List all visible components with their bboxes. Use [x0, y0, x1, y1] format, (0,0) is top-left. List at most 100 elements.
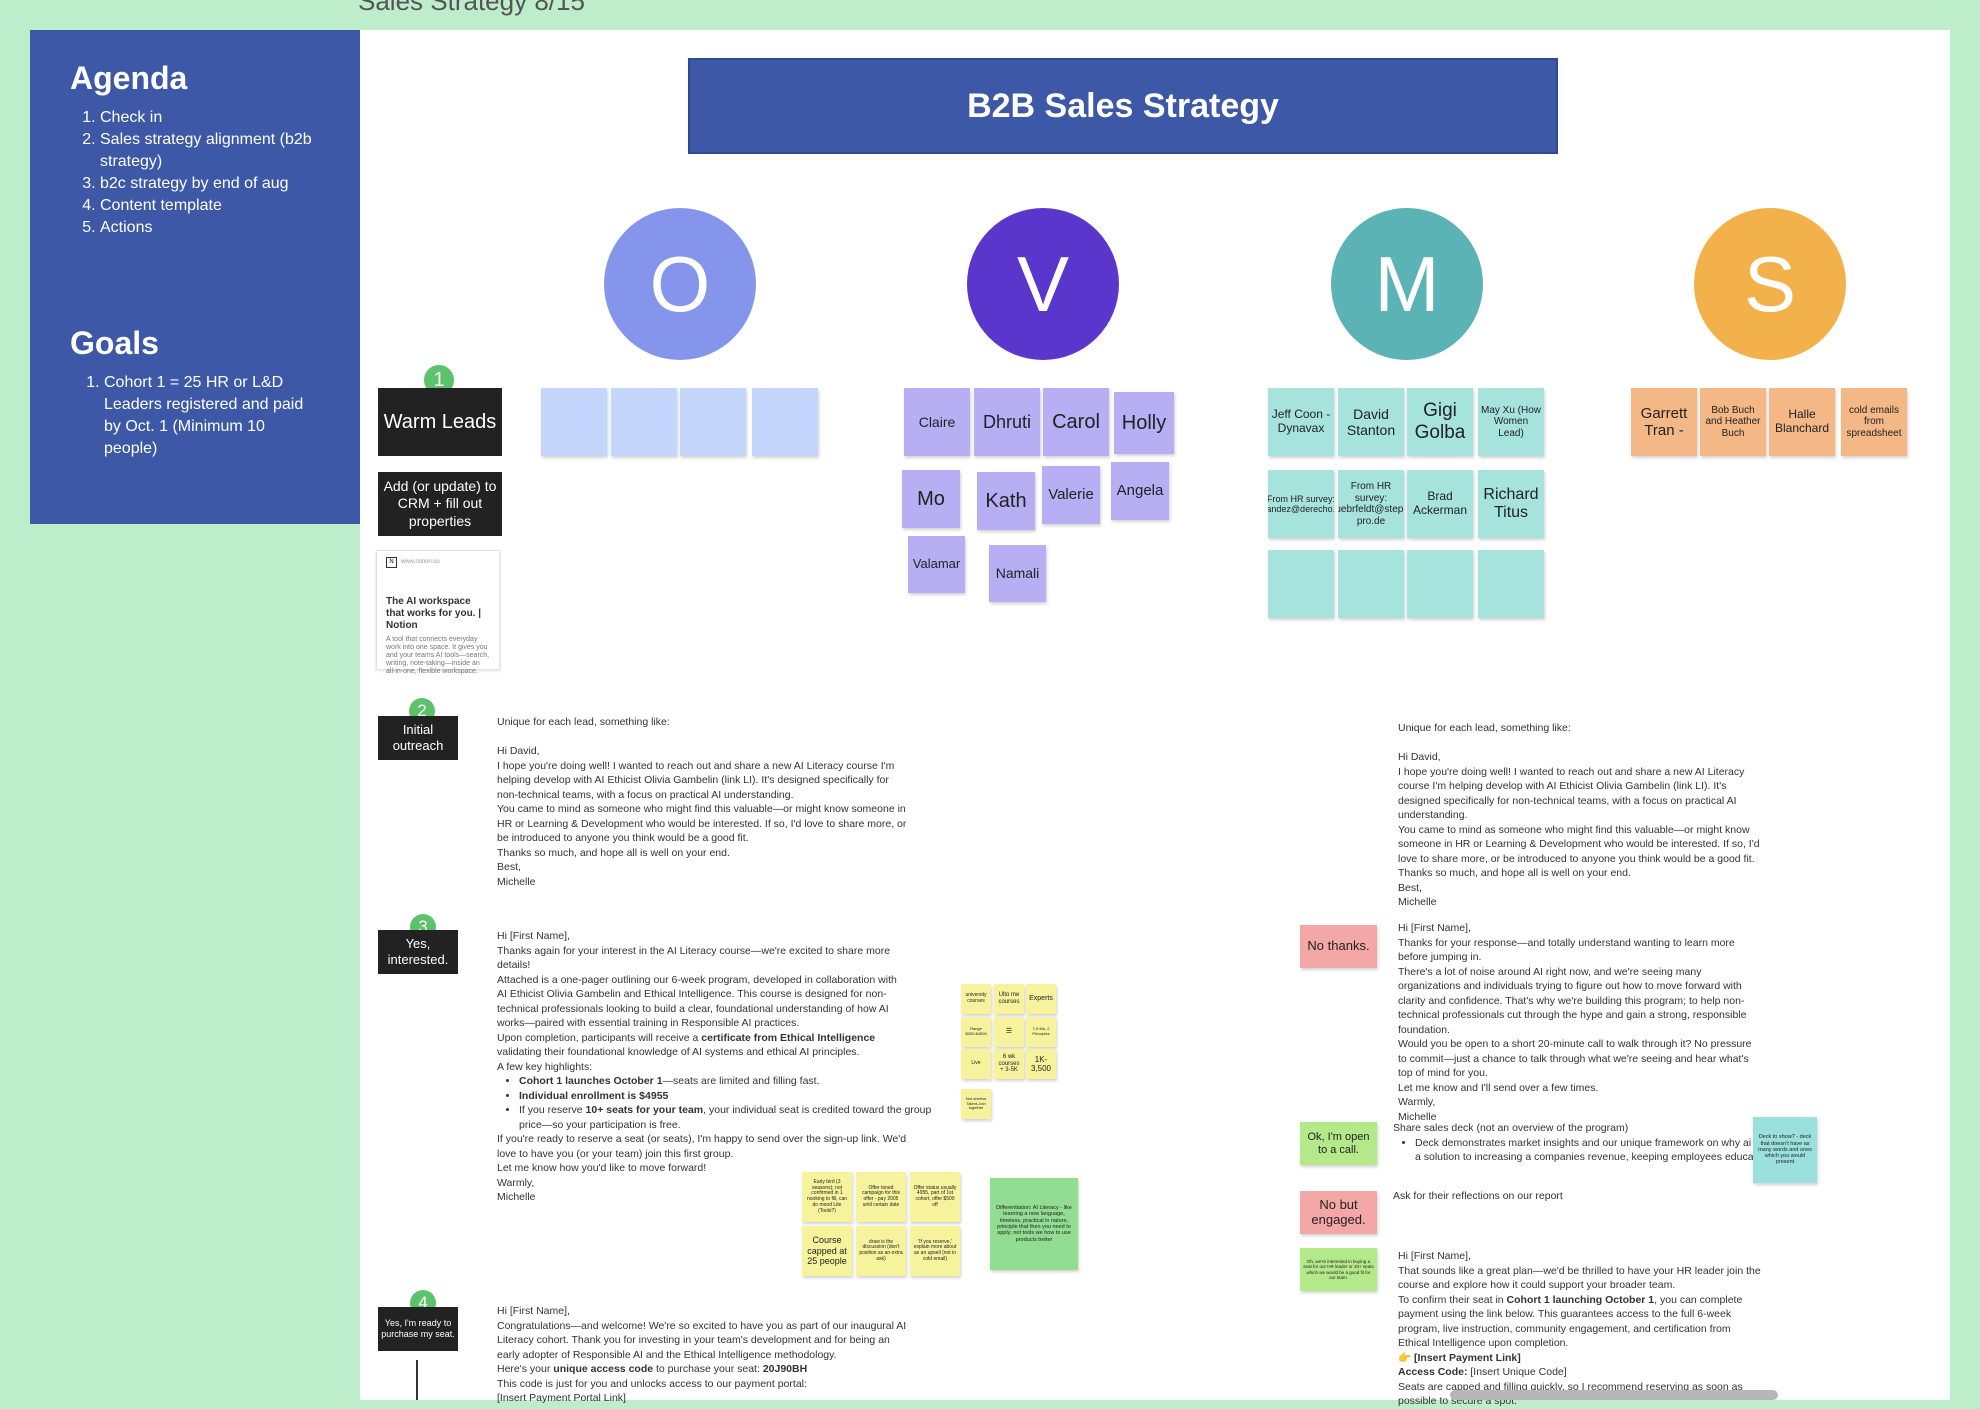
- email-text: Hi [First Name], Congratulations—and wel…: [497, 1305, 907, 1375]
- outreach-template-right[interactable]: Unique for each lead, something like: Hi…: [1398, 722, 1760, 908]
- sticky-note-empty[interactable]: [1338, 550, 1404, 618]
- sticky-note-m[interactable]: May Xu (How Women Lead): [1478, 388, 1544, 456]
- call-list: Deck demonstrates market insights and ou…: [1393, 1136, 1813, 1165]
- email-text: , you can complete payment using the lin…: [1398, 1293, 1743, 1350]
- agenda-item: Content template: [100, 195, 320, 217]
- email-text: validating their foundational knowledge …: [497, 1046, 860, 1073]
- sticky-note-empty[interactable]: [1478, 550, 1544, 618]
- banner-title[interactable]: B2B Sales Strategy: [688, 58, 1558, 154]
- sticky-note-v[interactable]: Holly: [1114, 392, 1174, 454]
- circle-s[interactable]: S: [1694, 208, 1846, 360]
- highlight-text: —seats are limited and filling fast.: [662, 1075, 820, 1087]
- sticky-note-empty[interactable]: [1407, 550, 1473, 618]
- call-notes[interactable]: Share sales deck (not an overview of the…: [1393, 1121, 1813, 1165]
- sticky-note-yellow[interactable]: draw is the discussion (don't position a…: [856, 1226, 906, 1276]
- highlights-list: Cohort 1 launches October 1—seats are li…: [497, 1074, 937, 1132]
- sticky-note-m[interactable]: From HR survey: acfernandez@derecho.uba.…: [1268, 470, 1334, 538]
- sticky-note-yellow[interactable]: Offer status usually 4955, part of 1st c…: [910, 1172, 960, 1222]
- card-description: A tool that connects everyday work into …: [386, 636, 490, 675]
- circle-m[interactable]: M: [1331, 208, 1483, 360]
- sticky-note-s[interactable]: Bob Buch and Heather Buch: [1700, 388, 1766, 456]
- sticky-note-m[interactable]: Brad Ackerman: [1407, 470, 1473, 538]
- email-text: Hi [First Name], That sounds like a grea…: [1398, 1250, 1761, 1306]
- sticky-note-v[interactable]: Namali: [989, 545, 1046, 602]
- access-code-value: [Insert Unique Code]: [1467, 1366, 1567, 1378]
- sticky-note-v[interactable]: Claire: [904, 388, 970, 456]
- sticky-note-yellow[interactable]: Range $300-$4500: [961, 1017, 991, 1047]
- sticky-note-v[interactable]: Kath: [977, 472, 1035, 530]
- agenda-title: Agenda: [70, 60, 188, 96]
- sticky-note-teal[interactable]: Deck to show? - deck that doesn't have a…: [1753, 1117, 1817, 1183]
- interested-email-template[interactable]: Hi [First Name], Thanks again for your i…: [497, 929, 937, 1205]
- sticky-note-v[interactable]: Angela: [1111, 462, 1169, 520]
- sticky-note-yellow[interactable]: Experts: [1026, 984, 1056, 1014]
- highlight-bold: 10+ seats for your team: [585, 1104, 704, 1116]
- outreach-template-left[interactable]: Unique for each lead, something like: Hi…: [497, 716, 907, 888]
- sticky-note-yellow[interactable]: Not shelfon Talent-Join together: [961, 1089, 991, 1119]
- email-bold-text: certificate from Ethical Intelligence: [701, 1031, 876, 1044]
- card-title: The AI workspace that works for you. | N…: [386, 596, 482, 631]
- sticky-note-s[interactable]: Garrett Tran -: [1631, 388, 1697, 456]
- card-url: www.notion.so: [401, 559, 440, 565]
- goals-list: Cohort 1 = 25 HR or L&D Leaders register…: [70, 372, 320, 460]
- sticky-note-s[interactable]: Halle Blanchard: [1769, 388, 1835, 456]
- engaged-text[interactable]: Ask for their reflections on our report: [1393, 1190, 1563, 1202]
- sticky-note-yellow[interactable]: university courses: [961, 984, 991, 1014]
- stage-yes-interested[interactable]: Yes, interested.: [378, 930, 458, 974]
- highlight-item: Cohort 1 launches October 1—seats are li…: [519, 1074, 937, 1089]
- agenda-list: Check in Sales strategy alignment (b2b s…: [70, 107, 320, 239]
- response-buying-seat[interactable]: Oh, we're interested in buying a seat fo…: [1300, 1248, 1377, 1291]
- sticky-note-v[interactable]: Valamar: [908, 536, 965, 593]
- response-open-to-call[interactable]: Ok, I'm open to a call.: [1300, 1122, 1377, 1165]
- highlight-item: Individual enrollment is $4955: [519, 1089, 937, 1104]
- payment-link[interactable]: 👉 [Insert Payment Link]: [1398, 1351, 1521, 1364]
- circle-o[interactable]: O: [604, 208, 756, 360]
- sticky-note-yellow[interactable]: Ulto me courses: [994, 984, 1024, 1014]
- sticky-note-yellow-lines[interactable]: ☰: [994, 1017, 1024, 1047]
- email-bold-text: Cohort 1 launching October 1: [1506, 1293, 1655, 1306]
- sticky-note-v[interactable]: Dhruti: [974, 388, 1040, 456]
- sticky-note-empty[interactable]: [752, 388, 818, 456]
- sticky-note-m[interactable]: Richard Titus: [1478, 470, 1544, 538]
- sticky-note-m[interactable]: David Stanton: [1338, 388, 1404, 456]
- stage-crm-note[interactable]: Add (or update) to CRM + fill out proper…: [378, 472, 502, 536]
- stage-ready-to-purchase[interactable]: Yes, I'm ready to purchase my seat.: [378, 1307, 458, 1351]
- sticky-note-m[interactable]: Jeff Coon - Dynavax: [1268, 388, 1334, 456]
- stage-warm-leads[interactable]: Warm Leads: [378, 388, 502, 456]
- sticky-note-v[interactable]: Valerie: [1042, 466, 1100, 524]
- sticky-note-yellow[interactable]: 7-9 Mo, 2 Principles: [1026, 1017, 1056, 1047]
- sticky-note-yellow[interactable]: Live: [961, 1049, 991, 1079]
- sticky-note-v[interactable]: Mo: [902, 470, 960, 528]
- sticky-note-empty[interactable]: [680, 388, 746, 456]
- response-no-thanks[interactable]: No thanks.: [1300, 925, 1377, 968]
- sticky-note-m[interactable]: Gigi Golba: [1407, 388, 1473, 456]
- sticky-note-empty[interactable]: [1268, 550, 1334, 618]
- sticky-note-yellow[interactable]: 'If you reserve,' explain more about as …: [910, 1226, 960, 1276]
- highlight-item: If you reserve 10+ seats for your team, …: [519, 1103, 937, 1132]
- response-no-but-engaged[interactable]: No but engaged.: [1300, 1191, 1377, 1234]
- purchase-email-right[interactable]: Hi [First Name], That sounds like a grea…: [1398, 1249, 1788, 1409]
- agenda-item: b2c strategy by end of aug: [100, 173, 320, 195]
- sticky-note-s[interactable]: cold emails from spreadsheet: [1841, 388, 1907, 456]
- sticky-note-yellow[interactable]: Offer toned campaign for this offer - pa…: [856, 1172, 906, 1222]
- board-title: Sales Strategy 8/15: [358, 0, 585, 16]
- sticky-note-yellow[interactable]: 1K-3,500: [1026, 1049, 1056, 1079]
- sticky-note-green[interactable]: Differentiation: AI Literacy - like lear…: [990, 1178, 1078, 1270]
- sticky-note-yellow[interactable]: Early bird (3 seasons); not confirmed in…: [802, 1172, 852, 1222]
- horizontal-scrollbar[interactable]: [1450, 1390, 1778, 1400]
- text-lines-icon: ☰: [1005, 1027, 1013, 1035]
- sticky-note-empty[interactable]: [541, 388, 607, 456]
- stage-initial-outreach[interactable]: Initial outreach: [378, 716, 458, 760]
- connector-line: [416, 1360, 418, 1400]
- sticky-note-yellow[interactable]: 6 wk courses + 3-5K: [994, 1049, 1024, 1079]
- purchase-email-left[interactable]: Hi [First Name], Congratulations—and wel…: [497, 1304, 937, 1406]
- sticky-note-m[interactable]: From HR survey: uebrfeldt@step-pro.de: [1338, 470, 1404, 538]
- no-thanks-email[interactable]: Hi [First Name], Thanks for your respons…: [1398, 922, 1752, 1123]
- notion-logo-icon: N: [386, 557, 397, 568]
- email-bold-text: unique access code: [553, 1363, 654, 1375]
- sticky-note-v[interactable]: Carol: [1043, 388, 1109, 456]
- sticky-note-empty[interactable]: [611, 388, 677, 456]
- sticky-note-yellow[interactable]: Course capped at 25 people: [802, 1226, 852, 1276]
- circle-v[interactable]: V: [967, 208, 1119, 360]
